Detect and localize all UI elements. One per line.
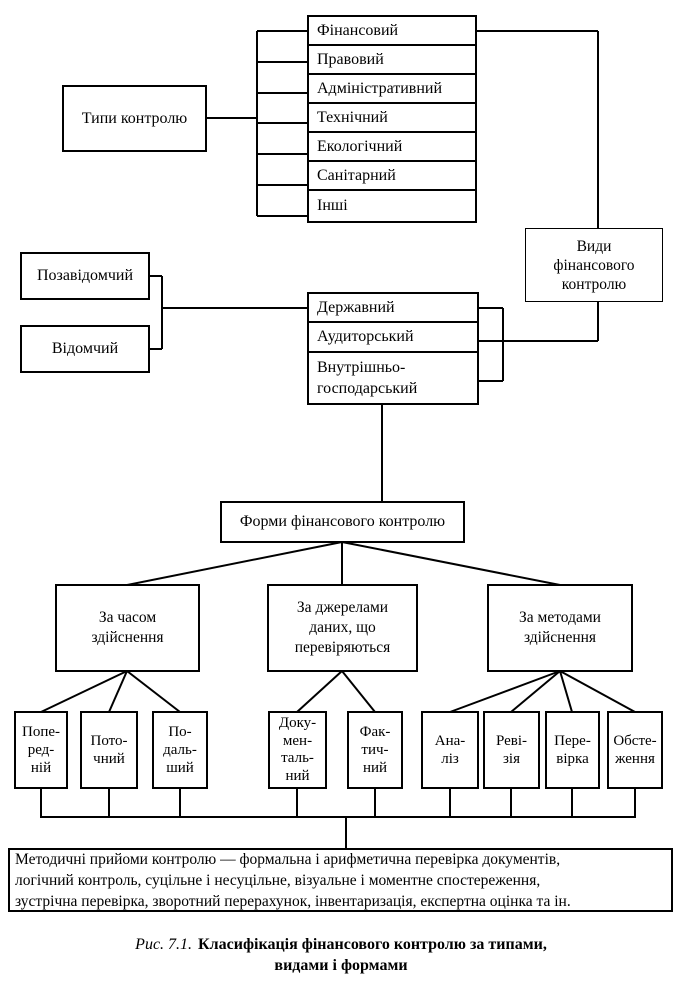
departmental-box: Відомчий (20, 325, 150, 373)
type-item-sanitary: Санітарний (309, 162, 475, 191)
kind-item-intraeconomic: Внутрішньо- господарський (317, 359, 418, 397)
leaf-inspection-box: Обсте- ження (607, 711, 663, 789)
extradepartmental-box: Позавідомчий (20, 252, 150, 300)
figure-caption-number: Рис. 7.1. (135, 936, 193, 953)
figure-caption: Рис. 7.1. Класифікація фінансового контро… (0, 934, 682, 976)
types-of-control-box: Типи контролю (62, 85, 207, 152)
type-item-financial: Фінансовий (309, 17, 475, 46)
type-item-other: Інші (317, 197, 348, 214)
methodical-techniques-box: Методичні прийоми контролю — формальна і… (8, 848, 673, 912)
kinds-of-financial-control-box: Види фінансового контролю (525, 228, 663, 302)
kind-item-state: Державний (309, 294, 477, 323)
type-item-technical: Технічний (309, 104, 475, 133)
leaf-factual-box: Фак- тич- ний (347, 711, 403, 789)
figure-caption-title: Класифікація фінансового контролю за тип… (198, 936, 547, 974)
control-kinds-stack: Державний Аудиторський Внутрішньо- госпо… (307, 292, 479, 405)
type-item-ecological: Екологічний (309, 133, 475, 162)
leaf-subsequent-box: По- даль- ший (152, 711, 208, 789)
control-types-stack: Фінансовий Правовий Адміністративний Тех… (307, 15, 477, 223)
leaf-verification-box: Пере- вірка (545, 711, 600, 789)
type-item-legal: Правовий (309, 46, 475, 75)
type-item-administrative: Адміністративний (309, 75, 475, 104)
leaf-preliminary-box: Попе- ред- ній (14, 711, 68, 789)
kind-item-audit: Аудиторський (309, 323, 477, 353)
leaf-documentary-box: Доку- мен- таль- ний (268, 711, 327, 789)
branch-by-time-box: За часом здійснення (55, 584, 200, 672)
forms-of-financial-control-box: Форми фінансового контролю (220, 501, 465, 543)
branch-by-methods-box: За методами здійснення (487, 584, 633, 672)
leaf-current-box: Пото- чний (80, 711, 138, 789)
branch-by-data-sources-box: За джерелами даних, що перевіряються (267, 584, 418, 672)
leaf-analysis-box: Ана- ліз (421, 711, 479, 789)
leaf-revision-box: Реві- зія (483, 711, 540, 789)
